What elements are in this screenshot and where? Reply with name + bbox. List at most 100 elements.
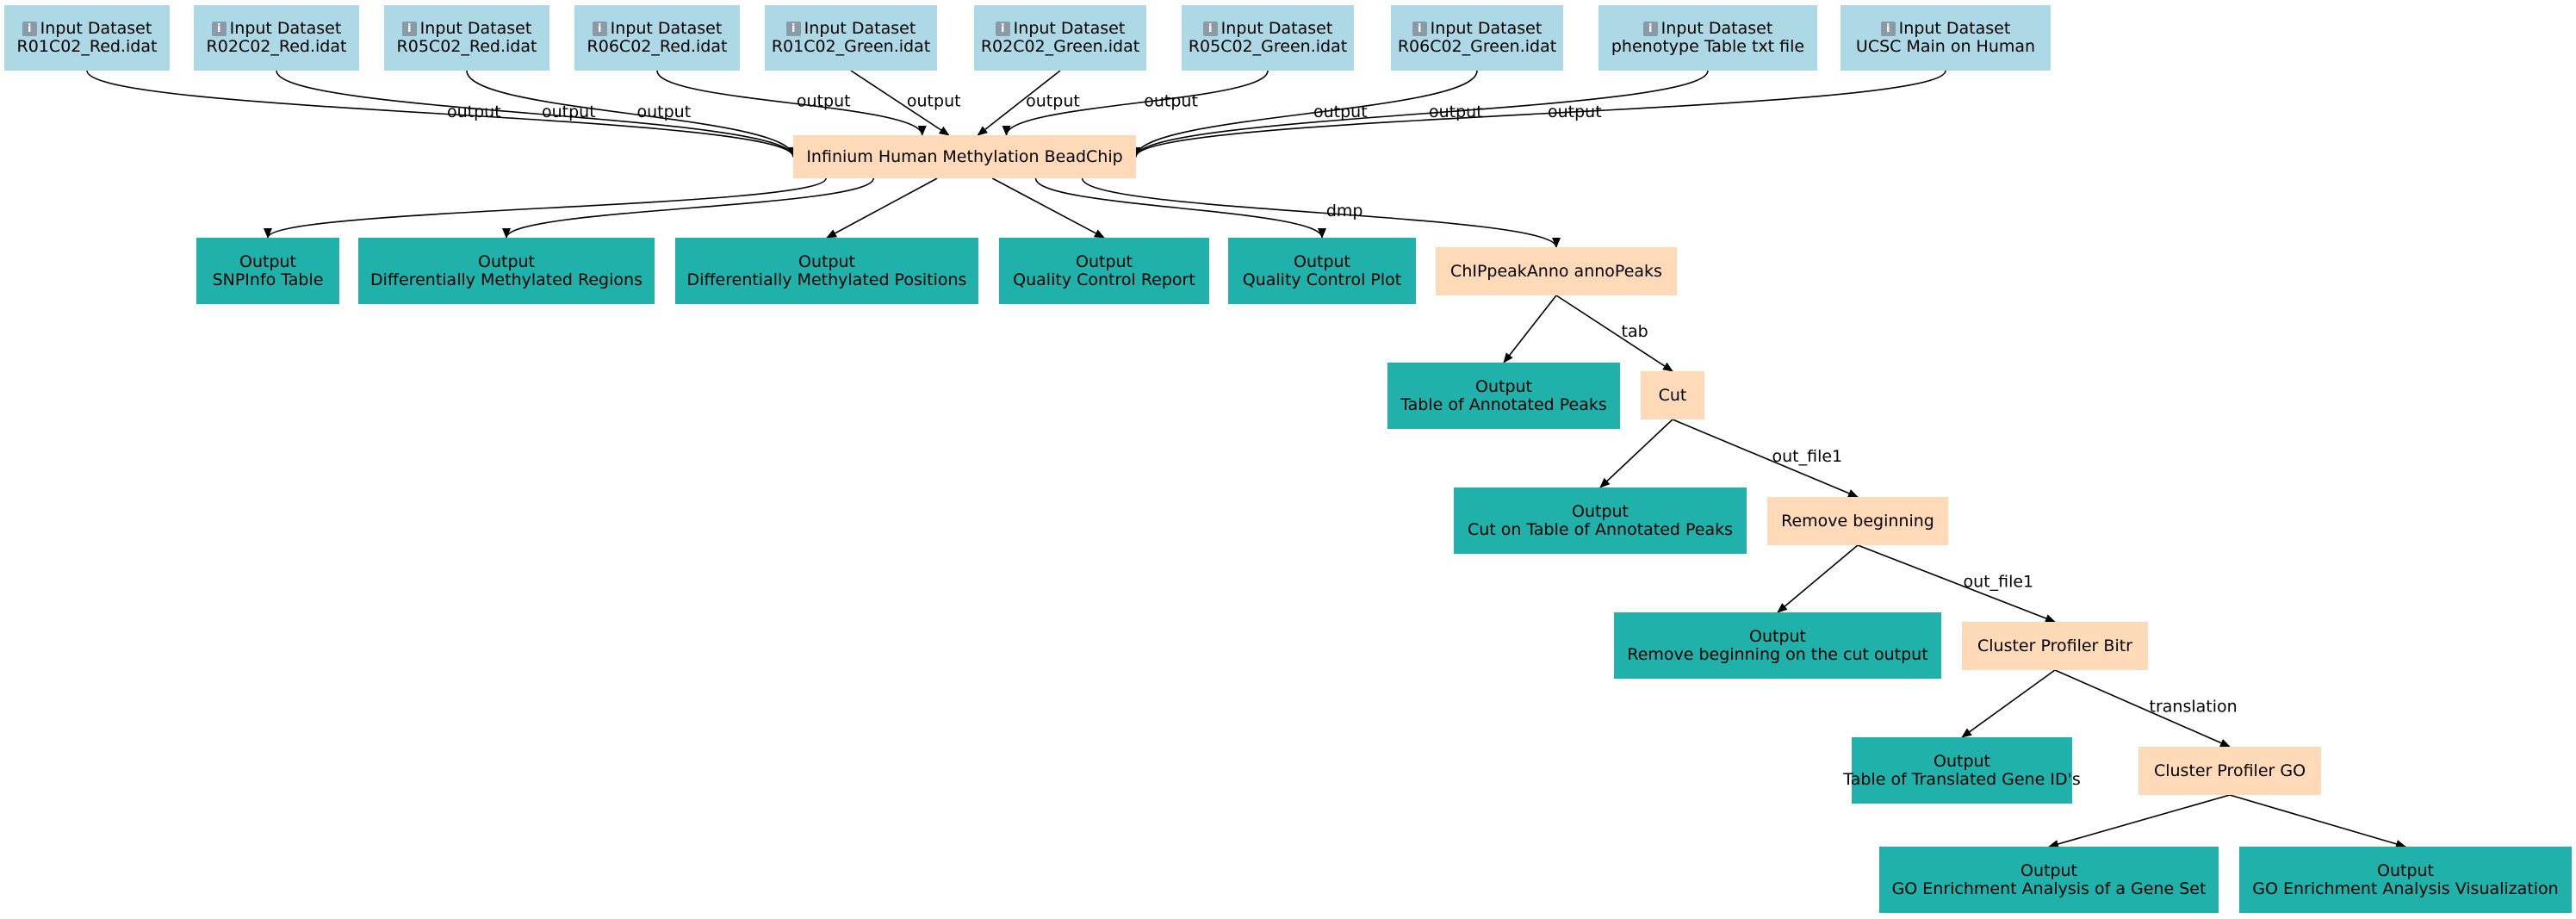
edge-in7-to-t_infinium bbox=[1002, 70, 1269, 136]
output-title: Output bbox=[478, 251, 535, 271]
edge-label: output bbox=[907, 92, 961, 111]
edge-label: tab bbox=[1622, 322, 1648, 341]
output-name: SNPInfo Table bbox=[212, 270, 324, 289]
edge-label: out_file1 bbox=[1964, 573, 2034, 592]
input-name: R02C02_Green.idat bbox=[980, 37, 1140, 56]
edge-t_infinium-to-o_qcp bbox=[1034, 177, 1326, 239]
output-node-dmr[interactable]: Output Differentially Methylated Regions bbox=[358, 238, 655, 304]
output-title: Output bbox=[1749, 626, 1806, 646]
output-node-go-enrichment-visualization[interactable]: Output GO Enrichment Analysis Visualizat… bbox=[2239, 847, 2572, 913]
output-node-snpinfo-table[interactable]: Output SNPInfo Table bbox=[196, 238, 339, 304]
edge-t_infinium-to-o_qcr bbox=[991, 177, 1105, 239]
output-name: Remove beginning on the cut output bbox=[1627, 644, 1928, 664]
input-title: Input Dataset bbox=[419, 19, 532, 38]
input-title: Input Dataset bbox=[1898, 19, 2011, 38]
tool-node-remove-beginning[interactable]: Remove beginning bbox=[1767, 497, 1948, 545]
edge-in10-to-t_infinium bbox=[1132, 70, 1946, 158]
output-node-remove-beginning[interactable]: Output Remove beginning on the cut outpu… bbox=[1614, 612, 1941, 679]
info-icon: i bbox=[785, 22, 801, 36]
edge-in6-to-t_infinium bbox=[977, 70, 1061, 136]
input-title: Input Dataset bbox=[804, 19, 916, 38]
edge-in2-to-t_infinium bbox=[276, 70, 798, 158]
info-icon: i bbox=[1880, 22, 1896, 36]
edge-in9-to-t_infinium bbox=[1132, 70, 1709, 158]
input-name: phenotype Table txt file bbox=[1611, 37, 1805, 56]
tool-node-infinium[interactable]: Infinium Human Methylation BeadChip bbox=[793, 135, 1136, 178]
output-node-annotated-peaks[interactable]: Output Table of Annotated Peaks bbox=[1387, 363, 1620, 429]
input-title: Input Dataset bbox=[1013, 19, 1126, 38]
info-icon: i bbox=[211, 22, 227, 36]
edge-t_chip-to-o_tap bbox=[1503, 295, 1557, 363]
output-name: Quality Control Plot bbox=[1242, 270, 1402, 289]
edge-t_infinium-to-t_chip bbox=[1081, 177, 1561, 248]
edge-label: output bbox=[1026, 92, 1080, 111]
tool-label: ChIPpeakAnno annoPeaks bbox=[1450, 261, 1662, 281]
edge-label: output bbox=[637, 102, 692, 121]
tool-node-cut[interactable]: Cut bbox=[1641, 371, 1704, 419]
tool-label: Cluster Profiler Bitr bbox=[1977, 636, 2132, 655]
edge-t_infinium-to-o_snp bbox=[264, 177, 827, 239]
output-node-qc-report[interactable]: Output Quality Control Report bbox=[999, 238, 1209, 304]
output-title: Output bbox=[2377, 860, 2434, 880]
input-title: Input Dataset bbox=[229, 19, 342, 38]
output-node-qc-plot[interactable]: Output Quality Control Plot bbox=[1228, 238, 1416, 304]
tool-label: Remove beginning bbox=[1781, 511, 1934, 531]
tool-label: Cut bbox=[1658, 385, 1687, 405]
tool-node-cluster-profiler-bitr[interactable]: Cluster Profiler Bitr bbox=[1962, 622, 2148, 670]
info-icon: i bbox=[22, 22, 37, 36]
input-name: R01C02_Green.idat bbox=[771, 37, 931, 56]
edge-in4-to-t_infinium bbox=[656, 70, 927, 136]
edge-t_cut-to-t_remove bbox=[1672, 419, 1859, 498]
output-name: GO Enrichment Analysis of a Gene Set bbox=[1891, 879, 2207, 898]
edge-in8-to-t_infinium bbox=[1132, 70, 1478, 158]
input-title: Input Dataset bbox=[40, 19, 152, 38]
edge-t_infinium-to-o_dmr bbox=[502, 177, 874, 239]
output-name: Table of Annotated Peaks bbox=[1400, 394, 1607, 414]
output-title: Output bbox=[798, 251, 855, 271]
output-node-translated-gene-ids[interactable]: Output Table of Translated Gene ID's bbox=[1843, 737, 2081, 804]
input-title: Input Dataset bbox=[610, 19, 723, 38]
input-name: R02C02_Red.idat bbox=[206, 37, 347, 56]
input-name: UCSC Main on Human bbox=[1855, 37, 2036, 56]
input-name: R06C02_Green.idat bbox=[1397, 37, 1557, 56]
output-name: Table of Translated Gene ID's bbox=[1843, 769, 2081, 789]
input-name: R01C02_Red.idat bbox=[16, 37, 158, 56]
info-icon: i bbox=[1412, 22, 1427, 36]
output-name: Cut on Table of Annotated Peaks bbox=[1467, 519, 1734, 539]
info-icon: i bbox=[401, 22, 417, 36]
edge-t_bitr-to-o_tgi bbox=[1961, 669, 2056, 738]
output-name: Differentially Methylated Regions bbox=[370, 270, 642, 289]
edge-label: output bbox=[1548, 102, 1602, 121]
edge-label: output bbox=[797, 92, 851, 111]
edge-t_bitr-to-t_go bbox=[2054, 669, 2231, 748]
edge-label: translation bbox=[2150, 698, 2238, 717]
edge-in1-to-t_infinium bbox=[86, 70, 798, 158]
edge-label: out_file1 bbox=[1772, 447, 1843, 466]
tool-node-cluster-profiler-go[interactable]: Cluster Profiler GO bbox=[2138, 747, 2321, 795]
output-name: Differentially Methylated Positions bbox=[686, 270, 967, 289]
tool-label: Cluster Profiler GO bbox=[2153, 761, 2306, 780]
output-node-cut-table[interactable]: Output Cut on Table of Annotated Peaks bbox=[1454, 487, 1747, 554]
edge-t_chip-to-t_cut bbox=[1555, 295, 1673, 372]
output-name: Quality Control Report bbox=[1013, 270, 1195, 289]
tool-node-chippeakanno[interactable]: ChIPpeakAnno annoPeaks bbox=[1436, 247, 1677, 295]
output-title: Output bbox=[239, 251, 296, 271]
edge-t_remove-to-o_rem bbox=[1777, 544, 1859, 613]
info-icon: i bbox=[592, 22, 607, 36]
output-node-dmp[interactable]: Output Differentially Methylated Positio… bbox=[675, 238, 978, 304]
output-node-go-enrichment-gene-set[interactable]: Output GO Enrichment Analysis of a Gene … bbox=[1879, 847, 2219, 913]
edge-t_go-to-o_goes bbox=[2048, 794, 2231, 848]
output-title: Output bbox=[2020, 860, 2077, 880]
